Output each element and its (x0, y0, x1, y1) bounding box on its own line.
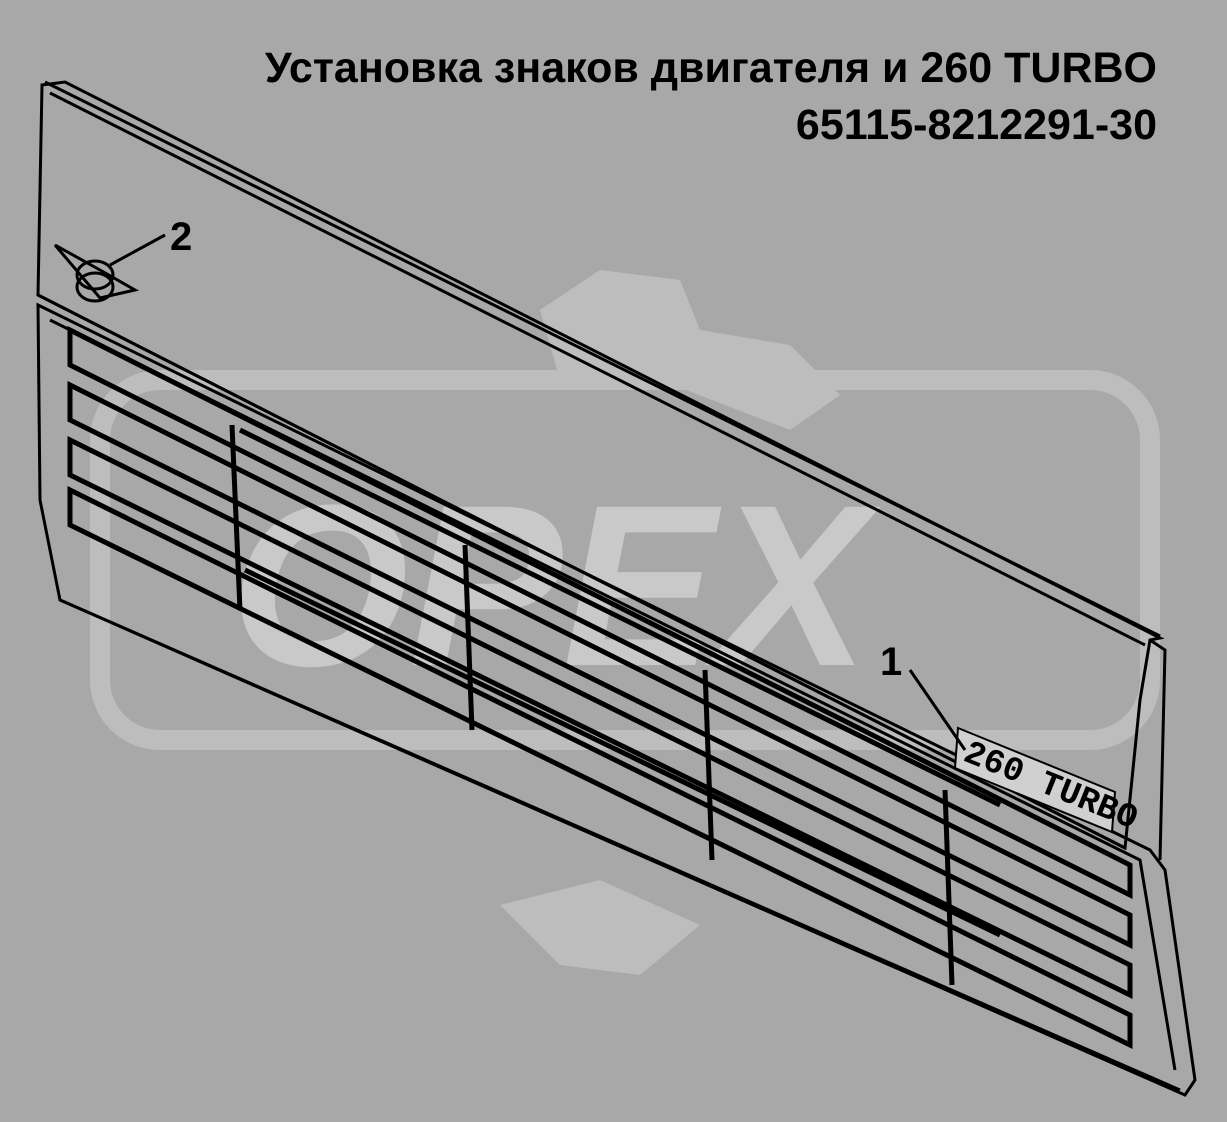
grille-slats (67, 325, 1133, 1050)
upper-panel (36, 80, 1167, 861)
title-line-1: Установка знаков двигателя и 260 TURBO (264, 44, 1157, 92)
grille-frame (36, 302, 1197, 1097)
callout-2: 2 (170, 215, 193, 259)
callout-1: 1 (880, 640, 903, 684)
leader-lines (109, 233, 967, 751)
emblem-icon (53, 243, 140, 303)
title-line-2: 65115-8212291-30 (795, 101, 1157, 149)
diagram-title: Установка знаков двигателя и 260 TURBO 6… (265, 40, 1157, 154)
